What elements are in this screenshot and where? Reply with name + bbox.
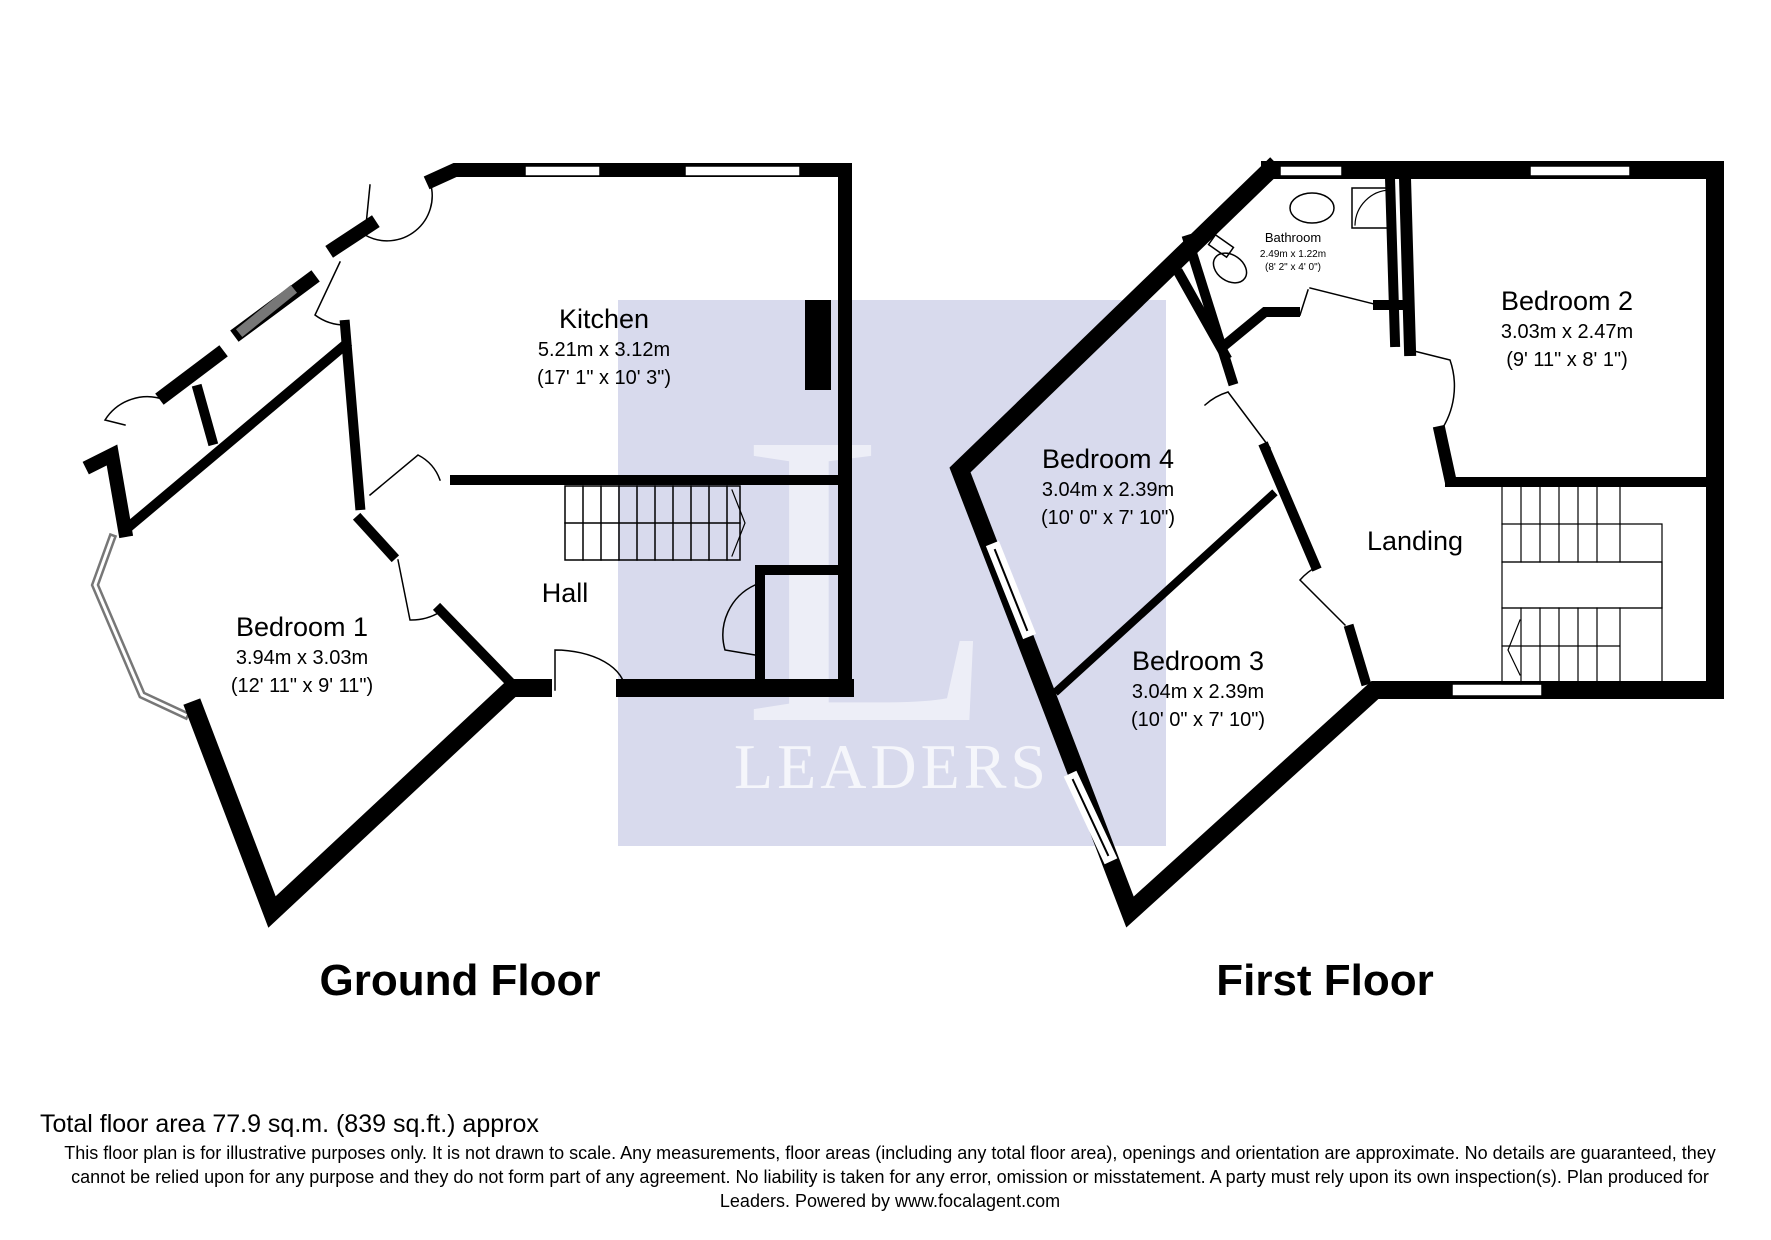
bedroom4-window-frame (993, 548, 1029, 632)
bedroom4-landing-wall (1258, 441, 1322, 572)
bedroom1-hall-wall-lower (432, 602, 516, 688)
bathroom-name: Bathroom (1265, 230, 1321, 245)
rear-door-swing (364, 181, 433, 242)
bedroom1-door-swing (397, 559, 442, 621)
bathroom-basin (1289, 192, 1335, 224)
first-floor-stairs (1501, 485, 1663, 685)
bedroom1-name: Bedroom 1 (236, 612, 368, 642)
porch-inner-wall (117, 337, 353, 538)
bedroom3-window-frame (1071, 778, 1110, 857)
front-door-swing (554, 649, 626, 691)
porch-window (235, 284, 298, 338)
bathroom-right-wall (1384, 172, 1401, 348)
kitchen-left-wall (339, 319, 366, 511)
bedroom1-outer-wall (183, 679, 552, 928)
bedroom2-left-wall-lower (1432, 424, 1458, 486)
bedroom2-left-wall (1398, 171, 1417, 357)
hall-kitchen-door-swing (368, 454, 441, 497)
bathroom-shower (1351, 187, 1393, 229)
bedroom2-metric: 3.03m x 2.47m (1501, 321, 1633, 343)
kitchen-imperial: (17' 1" x 10' 3") (537, 367, 671, 389)
bedroom3-landing-wall (1343, 623, 1372, 687)
kitchen-metric: 5.21m x 3.12m (538, 339, 670, 361)
bathroom-window (1279, 165, 1343, 177)
stairs-direction-arrow (1507, 619, 1521, 676)
first-floor-outer-wall (949, 157, 1724, 928)
hall-name: Hall (542, 578, 589, 608)
total-floor-area: Total floor area 77.9 sq.m. (839 sq.ft.)… (40, 1110, 539, 1138)
stairs-treads (564, 485, 741, 561)
porch-door-swing (314, 261, 346, 326)
bedroom1-hall-wall (352, 512, 400, 563)
bathroom-toilet (1212, 252, 1248, 284)
porch-closet-wall (191, 383, 219, 447)
landing-name: Landing (1367, 526, 1463, 556)
disclaimer-text: This floor plan is for illustrative purp… (64, 1143, 1716, 1211)
first-floor-plan (949, 157, 1724, 928)
kitchen-outer-wall (423, 163, 852, 697)
stairs-winder (1501, 561, 1663, 609)
first-floor-labels: Bathroom 2.49m x 1.22m (8' 2" x 4' 0") B… (1041, 230, 1633, 1005)
watermark-brand: LEADERS (734, 731, 1050, 802)
porch-side-door-swing (103, 396, 166, 426)
kitchen-window-2 (684, 165, 801, 177)
bedroom1-imperial: (12' 11" x 9' 11") (231, 675, 373, 697)
stairs-upper-treads (1501, 485, 1621, 563)
bedroom1-bay-window-inner (93, 536, 187, 717)
bedroom2-name: Bedroom 2 (1501, 286, 1633, 316)
stairs-lower-treads (1501, 607, 1621, 685)
porch-wall-upper (325, 215, 380, 258)
cupboard-door-swing (722, 584, 756, 656)
ground-floor-stairs (564, 485, 746, 561)
bedroom3-door-swing (1298, 564, 1347, 627)
bathroom-door-swing (1299, 287, 1379, 316)
watermark-monogram: L (742, 346, 999, 811)
first-floor-title: First Floor (1216, 956, 1434, 1005)
bedroom3-imperial: (10' 0" x 7' 10") (1131, 709, 1265, 731)
bedroom4-door-swing (1203, 390, 1272, 450)
bedroom3-metric: 3.04m x 2.39m (1132, 681, 1264, 703)
bedroom4-name: Bedroom 4 (1042, 444, 1174, 474)
chimney-breast (805, 300, 831, 390)
bedroom4-imperial: (10' 0" x 7' 10") (1041, 507, 1175, 529)
stairs-direction-arrow (731, 489, 746, 557)
bathroom-lower-wall (1217, 307, 1300, 353)
understairs-cupboard-wall (755, 565, 850, 685)
bathroom-shower-tray (1354, 189, 1391, 226)
landing-window (1451, 683, 1543, 697)
bedroom2-window (1529, 165, 1631, 177)
leaders-watermark: L LEADERS (618, 300, 1166, 846)
bathroom-cistern (1207, 233, 1235, 259)
bathroom-imperial: (8' 2" x 4' 0") (1265, 262, 1321, 273)
bedroom4-metric: 3.04m x 2.39m (1042, 479, 1174, 501)
stairs-winder-treads (1619, 523, 1663, 609)
kitchen-window-1 (524, 165, 601, 177)
bedroom3-name: Bedroom 3 (1132, 646, 1264, 676)
porch-bay-wall (82, 444, 134, 539)
ground-floor-title: Ground Floor (319, 956, 600, 1005)
kitchen-name: Kitchen (559, 304, 649, 334)
bedroom1-metric: 3.94m x 3.03m (236, 647, 368, 669)
porch-wall-lower (155, 345, 228, 405)
bedroom2-door-swing (1409, 349, 1456, 434)
bedroom3-4-divider (1052, 489, 1278, 696)
plan-footer: Total floor area 77.9 sq.m. (839 sq.ft.)… (40, 1110, 1740, 1213)
bedroom2-imperial: (9' 11" x 8' 1") (1506, 349, 1628, 371)
bedroom4-right-wall (1181, 233, 1239, 387)
ground-floor-labels: Kitchen 5.21m x 3.12m (17' 1" x 10' 3") … (231, 304, 671, 1005)
ground-floor-plan (82, 163, 854, 928)
bathroom-metric: 2.49m x 1.22m (1260, 249, 1326, 260)
